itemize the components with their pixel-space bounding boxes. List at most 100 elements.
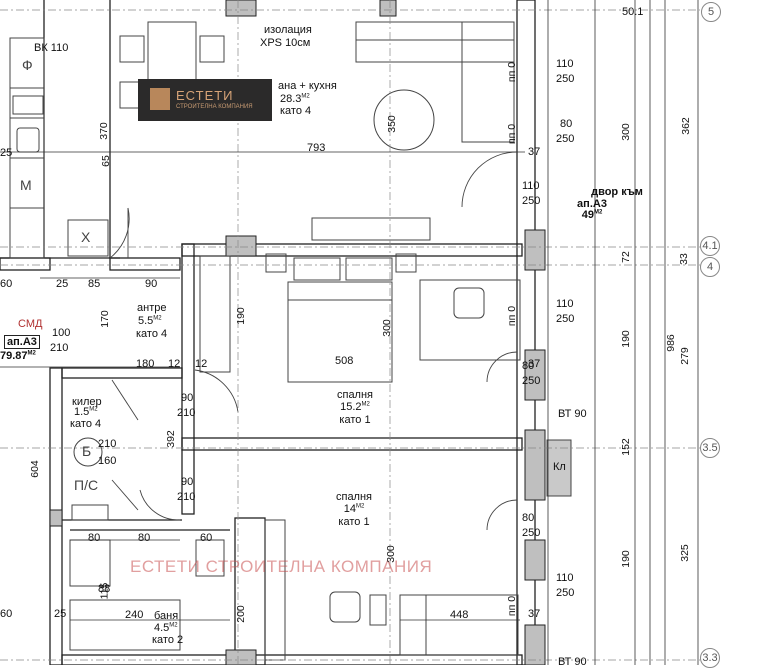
bedroom2-area: 14М2 (343, 503, 365, 515)
dim-65: 65 (99, 155, 112, 167)
dim-279: 279 (678, 347, 691, 365)
fridge-label: Ф (22, 57, 33, 73)
dim-250-e: 250 (522, 375, 541, 387)
dim-50: 50.1 (622, 6, 644, 18)
bath-area: 4.5М2 (154, 622, 178, 634)
bath-title: баня (154, 610, 179, 622)
entry-area: 5.5М2 (138, 315, 162, 327)
living-floor: като 4 (280, 105, 312, 117)
dim-25-a: 25 (56, 278, 69, 290)
dim-85: 85 (88, 278, 101, 290)
insulation-1: изолация (264, 24, 312, 36)
dim-25-c: 25 (0, 147, 13, 159)
dim-250-c: 250 (522, 195, 541, 207)
dim-604: 604 (28, 460, 41, 478)
bath-floor: като 2 (152, 634, 184, 646)
dim-12-b: 12 (195, 358, 208, 370)
dim-170: 170 (98, 310, 111, 328)
dim-260: 160 (98, 455, 117, 467)
axis-4: 4 (700, 257, 720, 277)
dim-240: 240 (125, 609, 144, 621)
entry-floor: като 4 (136, 328, 168, 340)
dim-250-d: 250 (556, 313, 575, 325)
dim-90-c: 90 (145, 278, 158, 290)
dim-25-b: 25 (54, 608, 67, 620)
round-rug (373, 89, 435, 151)
insulation-2: XPS 10см (260, 37, 311, 49)
living-title: ана + кухня (278, 80, 337, 92)
kitchen-counter (9, 37, 109, 259)
entry-title: антре (137, 302, 167, 314)
dim-100-a: 100 (52, 327, 71, 339)
dim-986: 986 (664, 334, 677, 352)
dim-lines (0, 0, 699, 665)
dim-190r1: 190 (619, 330, 632, 348)
dim-80-b: 80 (522, 360, 535, 372)
logo-text: ЕСТЕТИ (176, 88, 234, 103)
dim-152: 152 (619, 438, 632, 456)
dim-60-b: 60 (0, 608, 13, 620)
dim-90-b: 90 (181, 476, 194, 488)
dim-250-b: 250 (556, 133, 575, 145)
bedroom2-title: спалня (335, 491, 373, 503)
pp-0-c: пп 0 (506, 305, 519, 327)
bk-label: ВК 110 (34, 42, 69, 54)
dim-300r: 300 (619, 123, 632, 141)
bt-label: ВТ 90 (558, 408, 587, 420)
dim-37-b: 37 (528, 358, 541, 370)
wall-blocks (49, 0, 546, 665)
closet-floor: като 4 (70, 418, 102, 430)
dim-33: 33 (677, 253, 690, 265)
dim-37-c: 37 (528, 608, 541, 620)
dim-350: 350 (385, 115, 398, 133)
dim-88: 88 (98, 583, 111, 595)
dim-250-g: 250 (556, 587, 575, 599)
bedroom2-floor: като 1 (338, 516, 370, 528)
axis-3-3: 3.3 (700, 648, 720, 668)
logo-subtext: СТРОИТЕЛНА КОМПАНИЯ (176, 104, 253, 110)
closet-area: 1.5М2 (74, 406, 98, 418)
yard-apt: ап.А3 (577, 198, 607, 210)
dim-90-a: 90 (181, 392, 194, 404)
door-swings (109, 151, 518, 531)
axis-4-1: 4.1 (700, 236, 720, 256)
dim-370: 370 (97, 122, 110, 140)
dim-110-a: 110 (556, 58, 574, 70)
dim-60-a: 60 (0, 278, 13, 290)
living-area: 28.3М2 (280, 93, 310, 105)
bedroom1-floor: като 1 (339, 414, 371, 426)
dim-210-b: 210 (177, 407, 196, 419)
neighbor-smd: СМД (18, 318, 43, 330)
dim-793: 793 (307, 142, 326, 154)
boiler-box (546, 439, 572, 497)
dim-250-a: 250 (556, 73, 575, 85)
fridge-x-label: Х (81, 229, 91, 245)
dim-190r2: 190 (619, 550, 632, 568)
logo-mark-icon (150, 88, 170, 110)
dim-448: 448 (450, 609, 469, 621)
neighbor-area: 79.87М2 (0, 350, 36, 362)
dim-80-e: 80 (138, 532, 151, 544)
dim-110-c: 110 (556, 298, 574, 310)
kl-label: Кл (553, 461, 566, 473)
dim-392: 392 (164, 430, 177, 448)
axis-lines (0, 0, 700, 665)
yard-title: двор към (591, 186, 643, 198)
bed-2 (329, 591, 519, 656)
dim-300a: 300 (380, 319, 393, 337)
dim-508: 508 (335, 355, 354, 367)
axis-5: 5 (701, 2, 721, 22)
dim-80-d: 80 (88, 532, 101, 544)
neighbor-apt: ап.А3 (4, 335, 40, 350)
yard-area: 49М2 (581, 209, 603, 221)
wardrobe-1 (199, 255, 231, 373)
watermark: ЕСТЕТИ СТРОИТЕЛНА КОМПАНИЯ (130, 557, 433, 576)
dim-200: 200 (234, 605, 247, 623)
dim-250-f: 250 (522, 527, 541, 539)
boiler-b-label: Б (82, 443, 92, 459)
bedroom1-area: 15.2М2 (340, 401, 370, 413)
axis-3-5: 3.5 (700, 438, 720, 458)
bed-1 (265, 253, 417, 383)
closet-title: килер (72, 396, 102, 408)
